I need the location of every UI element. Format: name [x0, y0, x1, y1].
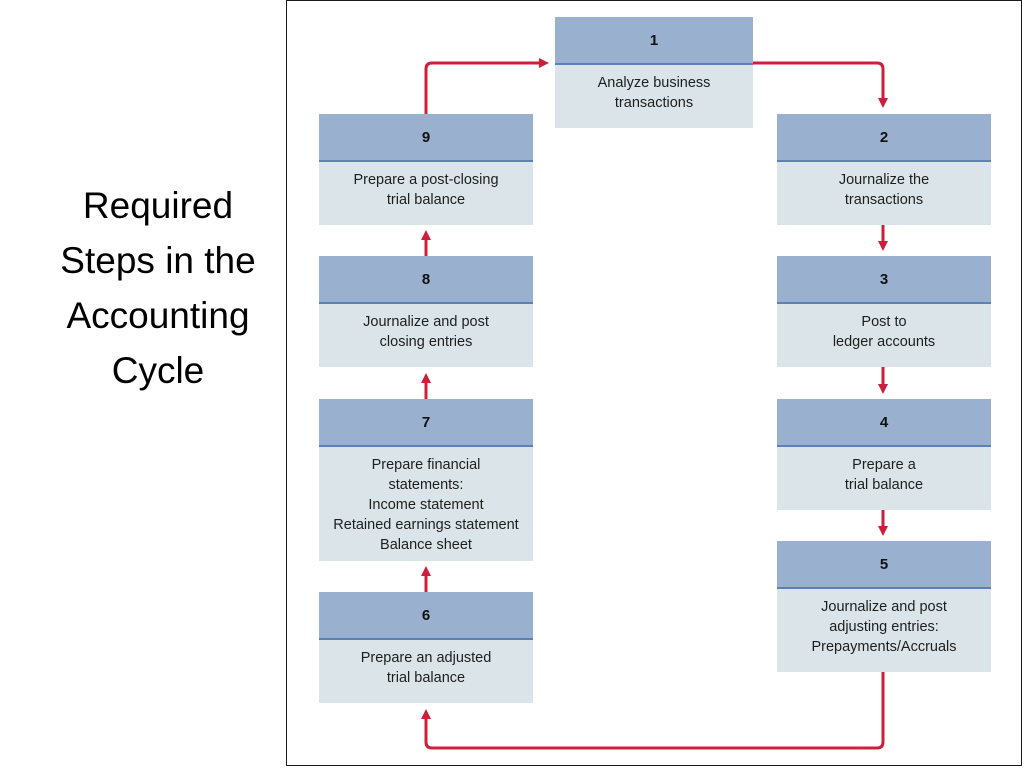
step-description: Journalize and post closing entries — [319, 304, 533, 352]
step-3-box: 3 Post to ledger accounts — [777, 256, 991, 367]
step-text-line: Income statement — [368, 497, 484, 513]
step-description: Prepare a post-closing trial balance — [319, 162, 533, 210]
step-text-line: transactions — [844, 192, 924, 208]
step-number: 9 — [319, 114, 533, 162]
step-text-line: Journalize the — [838, 172, 930, 188]
step-text-line: trial balance — [386, 192, 466, 208]
step-description: Journalize the transactions — [777, 162, 991, 210]
step-description: Post to ledger accounts — [777, 304, 991, 352]
step-text-line: Retained earnings statement — [333, 517, 519, 533]
step-4-box: 4 Prepare a trial balance — [777, 399, 991, 510]
step-text-line: Analyze business — [597, 75, 711, 91]
step-text-line: adjusting entries: — [829, 619, 939, 635]
step-2-box: 2 Journalize the transactions — [777, 114, 991, 225]
slide-title: Required Steps in the Accounting Cycle — [28, 178, 288, 398]
step-9-box: 9 Prepare a post-closing trial balance — [319, 114, 533, 225]
title-line: Accounting — [66, 295, 250, 336]
step-6-box: 6 Prepare an adjusted trial balance — [319, 592, 533, 703]
step-text-line: Post to — [861, 314, 907, 330]
step-number: 5 — [777, 541, 991, 589]
step-text-line: Prepare financial — [371, 457, 481, 473]
step-text-line: statements: — [388, 477, 464, 493]
step-number: 7 — [319, 399, 533, 447]
step-text-line: Prepare a post-closing — [353, 172, 499, 188]
step-description: Analyze business transactions — [555, 65, 753, 113]
step-text-line: Prepare a — [852, 457, 916, 473]
step-text-line: Journalize and post — [821, 599, 947, 615]
step-number: 4 — [777, 399, 991, 447]
step-number: 3 — [777, 256, 991, 304]
step-text-line: ledger accounts — [832, 334, 936, 350]
title-line: Required — [82, 185, 234, 226]
step-description: Journalize and post adjusting entries: P… — [777, 589, 991, 657]
step-5-box: 5 Journalize and post adjusting entries:… — [777, 541, 991, 672]
step-text-line: trial balance — [386, 670, 466, 686]
step-number: 1 — [555, 17, 753, 65]
step-1-box: 1 Analyze business transactions — [555, 17, 753, 128]
step-description: Prepare a trial balance — [777, 447, 991, 495]
title-line: Cycle — [111, 350, 205, 391]
step-8-box: 8 Journalize and post closing entries — [319, 256, 533, 367]
title-line: Steps in the — [60, 240, 256, 281]
step-text-line: trial balance — [844, 477, 924, 493]
step-number: 8 — [319, 256, 533, 304]
step-description: Prepare financial statements: Income sta… — [319, 447, 533, 555]
step-text-line: Prepare an adjusted — [360, 650, 492, 666]
step-7-box: 7 Prepare financial statements: Income s… — [319, 399, 533, 561]
step-text-line: Journalize and post — [363, 314, 489, 330]
step-number: 6 — [319, 592, 533, 640]
step-text-line: closing entries — [379, 334, 473, 350]
step-text-line: transactions — [614, 95, 694, 111]
step-number: 2 — [777, 114, 991, 162]
step-text-line: Balance sheet — [380, 537, 472, 553]
step-text-line: Prepayments/Accruals — [811, 639, 957, 655]
step-description: Prepare an adjusted trial balance — [319, 640, 533, 688]
